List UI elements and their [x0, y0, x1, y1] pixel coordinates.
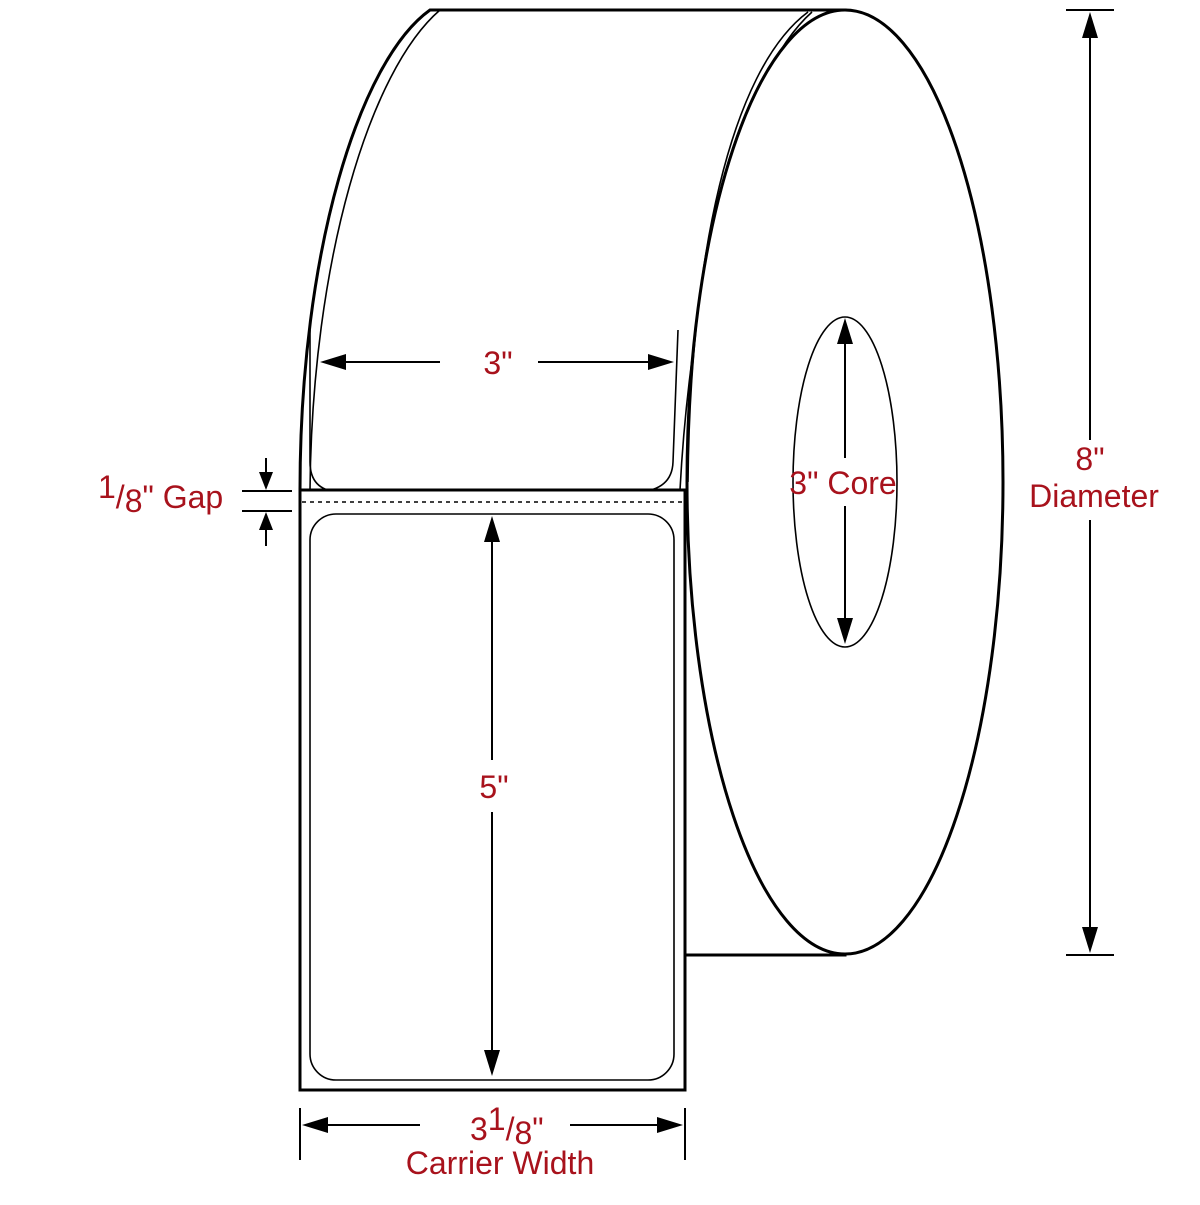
roll-core — [792, 316, 898, 648]
gap-suffix: " Gap — [142, 479, 223, 515]
core-text: 3" Core — [789, 465, 896, 501]
carrier-whole: 3 — [470, 1111, 488, 1147]
carrier-arrow-left-icon — [302, 1117, 328, 1133]
roll-end-face — [685, 8, 1005, 956]
bottom-label-outline — [309, 513, 675, 1081]
label-width-text: 3" — [483, 345, 512, 381]
gap-arrow-down-icon — [259, 472, 273, 490]
gap-slash: / — [116, 479, 125, 515]
core-arrow-down-icon — [837, 618, 853, 644]
height-arrow-down-icon — [484, 1050, 500, 1076]
carrier-denominator: 8 — [514, 1115, 532, 1151]
carrier-width-label-text: Carrier Width — [406, 1145, 594, 1181]
label-height-text: 5" — [479, 769, 508, 805]
roll-end-face-rim — [687, 11, 809, 483]
carrier-slash: / — [506, 1111, 515, 1147]
gap-arrow-up-icon — [259, 512, 273, 530]
gap-denominator: 8 — [125, 483, 143, 519]
carrier-suffix: " — [532, 1111, 543, 1147]
core-arrow-up-icon — [837, 318, 853, 344]
width-arrow-right-icon — [648, 354, 674, 370]
gap-numerator: 1 — [98, 469, 116, 505]
carrier-width-value-text: 31/8" — [470, 1101, 544, 1151]
carrier-numerator: 1 — [488, 1101, 506, 1137]
gap-text: 1/8" Gap — [98, 469, 223, 519]
height-arrow-up-icon — [484, 516, 500, 542]
diameter-value-text: 8" — [1075, 441, 1104, 477]
diameter-arrow-down-icon — [1082, 927, 1098, 953]
diameter-label-text: Diameter — [1029, 478, 1159, 514]
diameter-arrow-up-icon — [1082, 12, 1098, 38]
carrier-arrow-right-icon — [657, 1117, 683, 1133]
width-arrow-left-icon — [320, 354, 346, 370]
